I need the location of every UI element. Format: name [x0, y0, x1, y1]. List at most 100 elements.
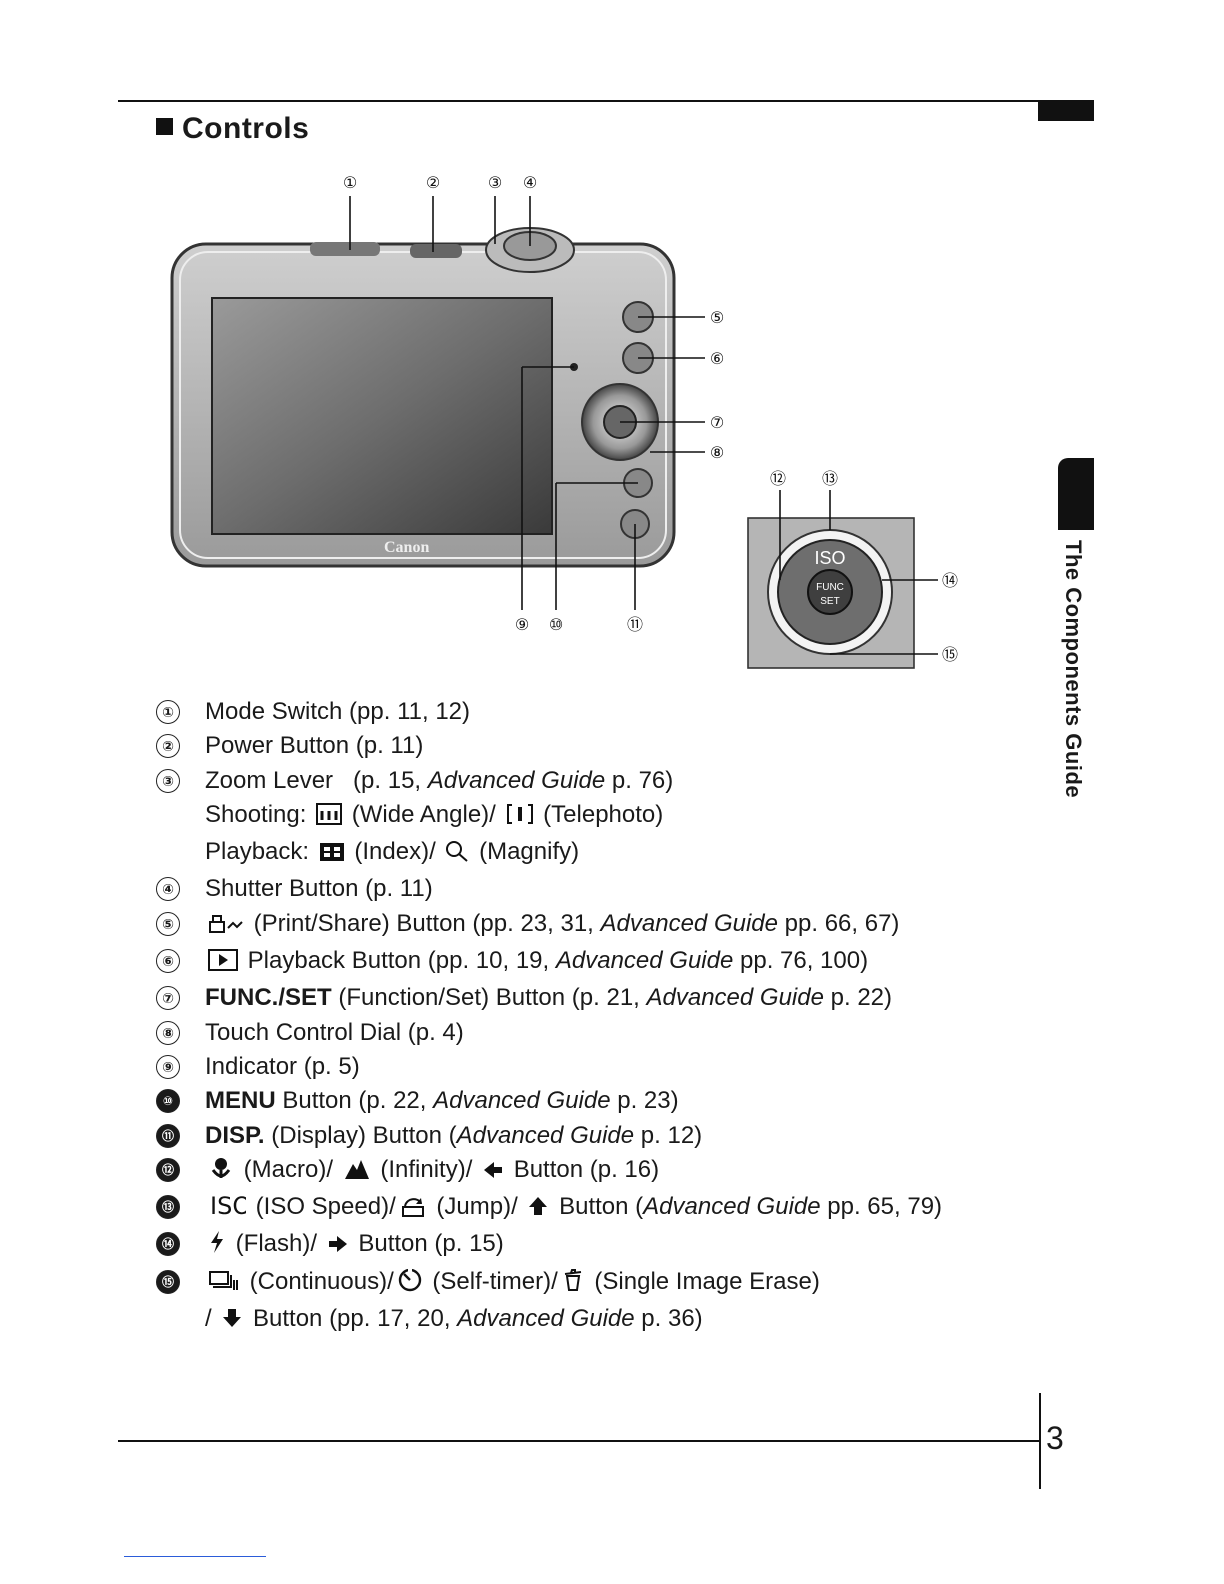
bottom-link-underline — [124, 1556, 266, 1557]
item-text: (Infinity)/ — [373, 1155, 480, 1183]
item-text: pp. 76, 100) — [733, 947, 869, 975]
camera-back-figure: Canon ISO FUNC SET ① ② ③ ④ ⑤ ⑥ ⑦ — [170, 173, 958, 669]
svg-text:ISO: ISO — [210, 1193, 246, 1217]
top-tab-marker — [1038, 100, 1094, 121]
item-text: FUNC./SET — [205, 984, 332, 1012]
item-text: p. 12) — [634, 1121, 703, 1149]
svg-text:⑫: ⑫ — [770, 469, 786, 488]
item-number: ⑦ — [156, 986, 180, 1011]
svg-text:⑪: ⑪ — [627, 615, 643, 634]
svg-text:④: ④ — [523, 173, 537, 192]
item-text: Shooting: — [205, 800, 314, 828]
item-number: ⑭ — [156, 1232, 180, 1257]
macro-icon — [208, 1156, 234, 1190]
callout-labels: ① ② ③ ④ ⑤ ⑥ ⑦ ⑧ ⑨ ⑩ ⑪ ⑫ ⑬ ⑭ ⑮ — [343, 173, 958, 664]
arrow-down-icon — [221, 1305, 243, 1339]
item-text: Advanced Guide — [427, 766, 606, 794]
item-number: ⑤ — [156, 911, 180, 936]
item-text: (Display) Button ( — [264, 1121, 457, 1149]
self-timer-icon — [397, 1267, 423, 1302]
item-text: (Index)/ — [347, 838, 443, 866]
item-text: Advanced Guide — [643, 1193, 821, 1221]
item-text: Button ( — [552, 1193, 644, 1221]
svg-text:SET: SET — [820, 596, 839, 607]
list-item: ⑤ (Print/Share) Button (pp. 23, 31, Adva… — [150, 907, 1030, 944]
item-number: ⑧ — [156, 1020, 180, 1045]
index-icon — [319, 838, 345, 872]
item-text: (Print/Share) Button (pp. 23, 31, — [247, 909, 601, 937]
list-item: Shooting: (Wide Angle)/ (Telephoto) — [150, 798, 1030, 835]
item-text: p. 23) — [610, 1087, 679, 1115]
list-item: / Button (pp. 17, 20, Advanced Guide p. … — [150, 1302, 1030, 1339]
item-text: / — [205, 1305, 219, 1333]
list-item: ⑨ Indicator (p. 5) — [150, 1050, 1030, 1084]
svg-text:⑮: ⑮ — [942, 645, 958, 664]
iso-icon: ISO — [208, 1192, 251, 1227]
continuous-icon — [208, 1268, 240, 1302]
item-text: Power Button (p. 11) — [205, 732, 424, 760]
item-text: p. 76) — [605, 766, 674, 794]
svg-text:⑦: ⑦ — [710, 413, 724, 432]
list-item: Playback: (Index)/ (Magnify) — [150, 835, 1030, 872]
svg-text:①: ① — [343, 173, 357, 192]
item-text: (Self-timer)/ — [425, 1267, 558, 1295]
section-title-text: Controls — [182, 112, 310, 145]
item-number: ⑪ — [156, 1123, 180, 1148]
item-text: (Continuous)/ — [243, 1267, 394, 1295]
side-tab-block — [1058, 458, 1094, 530]
svg-text:⑩: ⑩ — [549, 615, 563, 634]
svg-text:⑧: ⑧ — [710, 443, 724, 462]
camera-body: Canon — [170, 227, 676, 568]
item-text: Advanced Guide — [433, 1087, 611, 1115]
mode-switch — [310, 242, 380, 256]
arrow-right-icon — [327, 1230, 349, 1264]
svg-text:⑤: ⑤ — [710, 308, 724, 327]
page-number: 3 — [1046, 1420, 1064, 1456]
item-text: Advanced Guide — [646, 984, 824, 1012]
item-number: ② — [156, 734, 180, 759]
svg-text:②: ② — [426, 173, 440, 192]
item-text: Advanced Guide — [457, 1305, 635, 1333]
svg-text:⑥: ⑥ — [710, 349, 724, 368]
item-text: p. 36) — [634, 1305, 703, 1333]
item-text: (Macro)/ — [237, 1155, 340, 1183]
arrow-up-icon — [527, 1193, 549, 1227]
item-text: Button (pp. 17, 20, — [246, 1305, 458, 1333]
item-text: (Flash)/ — [229, 1230, 324, 1258]
list-item: ③ Zoom Lever (p. 15, Advanced Guide p. 76… — [150, 764, 1030, 798]
item-text: Button (p. 22, — [275, 1087, 434, 1115]
item-text: DISP. — [205, 1121, 265, 1149]
lcd-screen — [211, 297, 553, 535]
svg-text:⑨: ⑨ — [515, 615, 529, 634]
infinity-icon — [343, 1156, 371, 1190]
svg-text:ISO: ISO — [814, 548, 845, 568]
dial-inset: ISO FUNC SET — [747, 490, 938, 669]
wide-angle-icon — [316, 801, 343, 835]
item-number: ⑩ — [156, 1089, 180, 1114]
section-title: Controls — [156, 112, 309, 146]
item-number: ⑨ — [156, 1054, 180, 1079]
list-item: ⑭ (Flash)/ Button (p. 15) — [150, 1227, 1030, 1264]
item-text: Playback Button (pp. 10, 19, — [241, 947, 556, 975]
item-text: Playback: — [205, 838, 316, 866]
item-text: Button (p. 15) — [351, 1230, 504, 1258]
telephoto-icon — [506, 801, 534, 835]
item-text: pp. 66, 67) — [778, 909, 900, 937]
svg-text:③: ③ — [488, 173, 502, 192]
item-text: p. 22) — [823, 984, 893, 1012]
item-text: Indicator (p. 5) — [205, 1052, 360, 1080]
item-number: ③ — [156, 768, 180, 793]
item-text: Zoom Lever (p. 15, — [205, 766, 428, 794]
print-share-icon — [208, 910, 244, 944]
item-number: ⑫ — [156, 1157, 180, 1182]
item-number: ⑮ — [156, 1269, 180, 1294]
item-number: ⑥ — [156, 949, 180, 974]
arrow-left-icon — [482, 1156, 504, 1190]
item-text: Mode Switch (pp. 11, 12) — [205, 698, 471, 725]
